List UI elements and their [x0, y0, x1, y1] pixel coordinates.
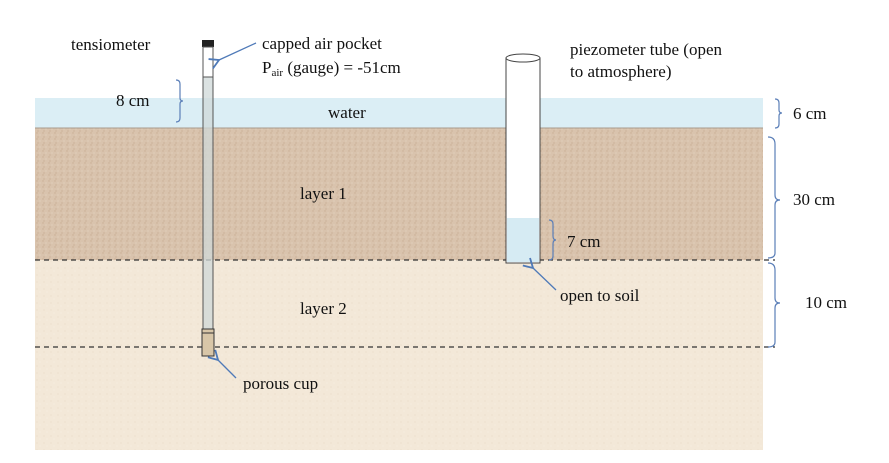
bracket-30cm — [767, 136, 781, 259]
tensiometer — [201, 40, 215, 357]
piezometer-opening — [505, 53, 541, 63]
soil-layer-2 — [35, 260, 763, 450]
piezometer-water — [507, 218, 539, 262]
porous-cup-label: porous cup — [243, 374, 319, 393]
piezometer-label-line2: to atmosphere) — [570, 62, 672, 81]
arrow-porous-cup — [207, 349, 237, 379]
tensiometer-label: tensiometer — [71, 35, 151, 54]
air-pocket-label: capped air pocket — [262, 34, 382, 53]
tensiometer-air-pocket — [202, 46, 214, 78]
dim-6cm: 6 cm — [793, 104, 827, 123]
bracket-10cm — [767, 262, 781, 348]
layer2-label: layer 2 — [300, 299, 347, 318]
soil-layer-1 — [35, 128, 763, 260]
dim-30cm: 30 cm — [793, 190, 836, 209]
bracket-6cm — [774, 98, 783, 129]
air-pressure-value: (gauge) = -51cm — [283, 58, 401, 77]
dim-10cm: 10 cm — [805, 293, 848, 312]
arrow-open-to-soil — [522, 257, 557, 291]
water-label: water — [328, 103, 366, 122]
dim-7cm: 7 cm — [567, 232, 601, 251]
layer1-label: layer 1 — [300, 184, 347, 203]
piezometer-tube — [505, 53, 541, 264]
air-pressure-symbol: P — [262, 58, 272, 77]
open-to-soil-label: open to soil — [560, 286, 640, 305]
piezometer-label-line1: piezometer tube (open — [570, 40, 722, 59]
arrow-air-pocket — [208, 42, 257, 70]
tensiometer-water-column — [202, 76, 214, 330]
air-pressure-label: Pair (gauge) = -51cm — [262, 58, 401, 83]
tensiometer-cap — [202, 40, 214, 47]
dim-8cm: 8 cm — [116, 91, 150, 110]
bracket-7cm — [548, 219, 557, 261]
water-layer — [35, 98, 763, 128]
bracket-8cm — [175, 79, 184, 123]
air-pressure-subscript: air — [271, 67, 284, 79]
